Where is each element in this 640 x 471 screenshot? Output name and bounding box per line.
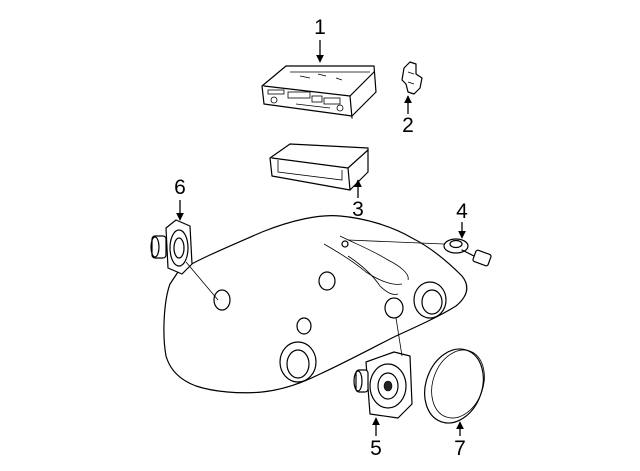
tweeter-speaker: [443, 238, 492, 267]
mounting-bracket: [401, 61, 423, 95]
callout-3: 3: [352, 198, 364, 221]
callout-7: 7: [454, 437, 466, 460]
door-speaker: [353, 351, 413, 419]
storage-pocket: [269, 143, 369, 191]
rear-speaker: [150, 219, 193, 275]
callout-5: 5: [370, 437, 382, 460]
callout-4: 4: [456, 200, 468, 223]
callout-leaders: [176, 40, 466, 436]
vehicle-body: [163, 215, 468, 394]
speaker-grille: [424, 348, 485, 424]
callout-2: 2: [402, 114, 414, 137]
radio-receiver: [261, 65, 377, 119]
callout-6: 6: [174, 176, 186, 199]
callout-1: 1: [314, 16, 326, 39]
connection-lines: [185, 239, 445, 357]
